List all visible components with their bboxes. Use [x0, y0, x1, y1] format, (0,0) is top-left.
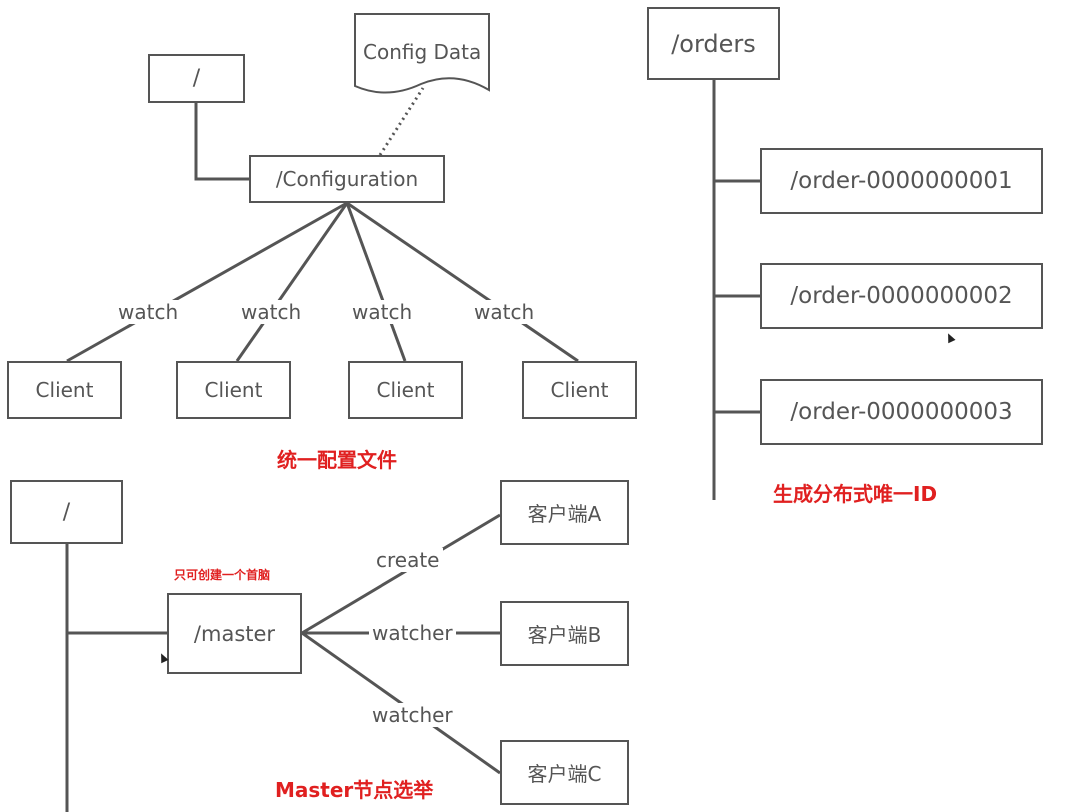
master-note: 只可创建一个首脑: [174, 568, 271, 582]
watch-label-1: watch: [115, 300, 182, 324]
edge-config-watch-3: [345, 202, 407, 362]
client-label-4: Client: [550, 378, 609, 402]
client-c-label: 客户端C: [527, 762, 602, 786]
client-a-label: 客户端A: [527, 502, 602, 526]
master-root-label: /: [62, 499, 71, 525]
orders-caption: 生成分布式唯一ID: [773, 482, 938, 506]
order-label-1: /order-0000000001: [790, 168, 1013, 194]
client-node-3: Client: [348, 361, 463, 419]
order-node-2: /order-0000000002: [760, 263, 1043, 329]
client-label-1: Client: [35, 378, 94, 402]
edge-configdata-dotted: [378, 87, 425, 156]
master-root-node: /: [10, 480, 123, 544]
configuration-node: /Configuration: [249, 155, 445, 203]
client-a-node: 客户端A: [500, 480, 629, 545]
client-b-label: 客户端B: [527, 623, 602, 647]
master-caption: Master节点选举: [275, 778, 434, 802]
client-node-1: Client: [7, 361, 122, 419]
config-data-document-shape: [354, 13, 490, 94]
orders-root-node: /orders: [647, 7, 780, 80]
edge-master-create: [301, 513, 501, 635]
client-b-node: 客户端B: [500, 601, 629, 666]
order-node-3: /order-0000000003: [760, 379, 1043, 445]
master-label: /master: [193, 621, 276, 646]
order-label-3: /order-0000000003: [790, 399, 1013, 425]
edge-root-to-configuration: [194, 102, 249, 181]
order-node-1: /order-0000000001: [760, 148, 1043, 214]
config-caption: 统一配置文件: [277, 448, 397, 472]
watch-label-4: watch: [471, 300, 538, 324]
client-c-node: 客户端C: [500, 740, 629, 805]
watcher-label-c: watcher: [369, 703, 456, 727]
client-label-2: Client: [204, 378, 263, 402]
master-node: /master: [167, 593, 302, 674]
watch-label-2: watch: [238, 300, 305, 324]
watcher-label-b: watcher: [369, 621, 456, 645]
create-label: create: [373, 548, 443, 572]
orders-root-label: /orders: [671, 29, 756, 58]
client-label-3: Client: [376, 378, 435, 402]
edge-config-watch-4: [346, 201, 579, 363]
config-data-label: Config Data: [363, 40, 482, 64]
client-node-2: Client: [176, 361, 291, 419]
configuration-label: /Configuration: [275, 167, 419, 191]
config-data-document: [354, 13, 490, 94]
watch-label-3: watch: [349, 300, 416, 324]
order-label-2: /order-0000000002: [790, 283, 1013, 309]
edge-config-watch-2: [235, 202, 349, 362]
client-node-4: Client: [522, 361, 637, 419]
config-root-node: /: [148, 54, 245, 103]
config-root-label: /: [192, 66, 201, 91]
edge-config-watch-1: [66, 201, 348, 363]
